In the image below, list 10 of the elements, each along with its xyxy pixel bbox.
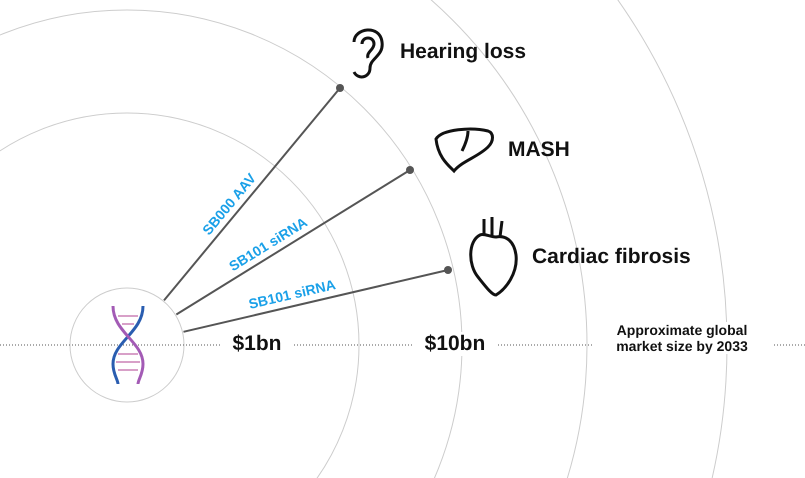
condition-name: Hearing loss	[400, 40, 526, 64]
condition-item	[432, 125, 570, 175]
connector-line	[183, 266, 452, 333]
connector-line	[163, 84, 344, 301]
connector-line	[176, 166, 414, 316]
axis-note: Approximate global market size by 2033	[592, 322, 772, 354]
condition-name: MASH	[508, 138, 570, 162]
condition-name: Cardiac fibrosis	[532, 245, 691, 269]
condition-item	[466, 215, 691, 299]
ring-value: $10bn	[412, 332, 498, 356]
